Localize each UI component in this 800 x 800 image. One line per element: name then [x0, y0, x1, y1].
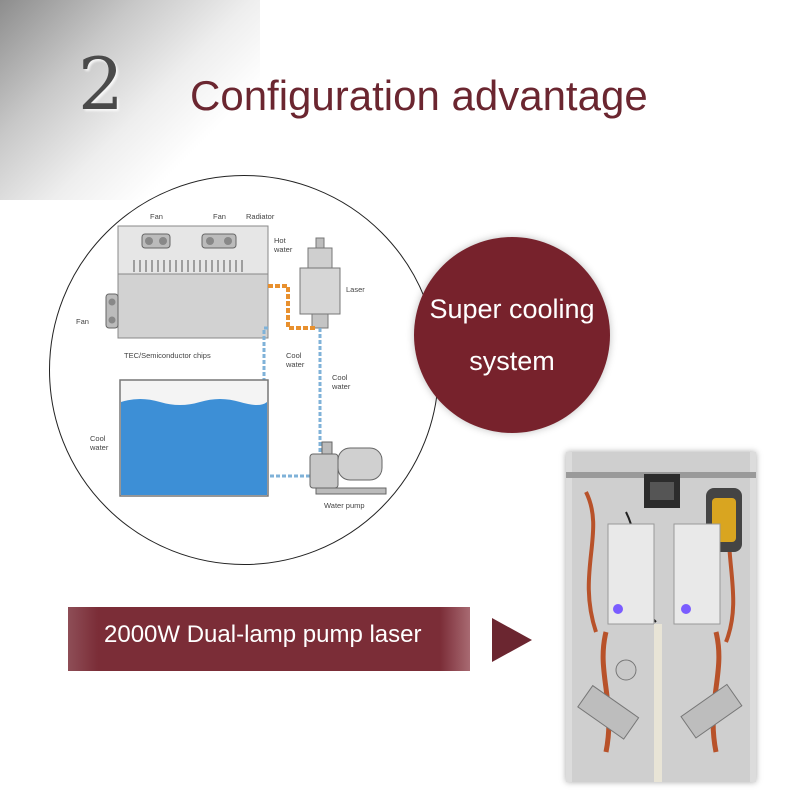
cool-water-label: Cool	[286, 351, 302, 360]
section-number: 2	[78, 42, 124, 126]
banner-text: 2000W Dual-lamp pump laser	[104, 621, 422, 648]
tec-label: TEC/Semiconductor chips	[124, 351, 211, 360]
radiator-label: Radiator	[246, 212, 275, 221]
badge-line-1: Super cooling	[429, 294, 595, 324]
tank-water	[121, 399, 267, 495]
feature-banner	[68, 607, 470, 671]
cool-water-pipe	[262, 326, 268, 384]
water-pump-label: Water pump	[324, 501, 365, 510]
cooling-diagram-svg: Fan Fan Radiator Hot water Laser Fan TEC…	[76, 212, 387, 510]
cool-water-label: Cool	[90, 434, 106, 443]
hot-water-label: Hot	[274, 236, 287, 245]
radiator-fins	[133, 260, 243, 272]
play-arrow-icon	[492, 618, 532, 662]
hot-water-pipe	[268, 284, 316, 330]
cool-water-label: water	[285, 360, 305, 369]
tec-block	[117, 273, 269, 339]
fan-label: Fan	[150, 212, 163, 221]
corner-shade	[0, 0, 260, 200]
laser-label: Laser	[346, 285, 365, 294]
laser-photo	[566, 452, 756, 782]
cool-water-label: water	[331, 382, 351, 391]
fan-label: Fan	[76, 317, 89, 326]
super-cooling-badge: Super cooling system	[414, 237, 610, 433]
fan-icon	[201, 233, 237, 249]
fan-label: Fan	[213, 212, 226, 221]
page-title: Configuration advantage	[190, 72, 648, 119]
water-pump	[309, 441, 387, 495]
fan-icon	[105, 293, 119, 329]
cool-water-label: Cool	[332, 373, 348, 382]
laser-unit	[299, 237, 341, 329]
badge-line-2: system	[469, 346, 555, 376]
fan-icon	[141, 233, 171, 249]
hot-water-label: water	[273, 245, 293, 254]
laser-photo-svg	[566, 452, 756, 782]
cool-water-label: water	[89, 443, 109, 452]
cooling-diagram: Fan Fan Radiator Hot water Laser Fan TEC…	[49, 175, 439, 565]
